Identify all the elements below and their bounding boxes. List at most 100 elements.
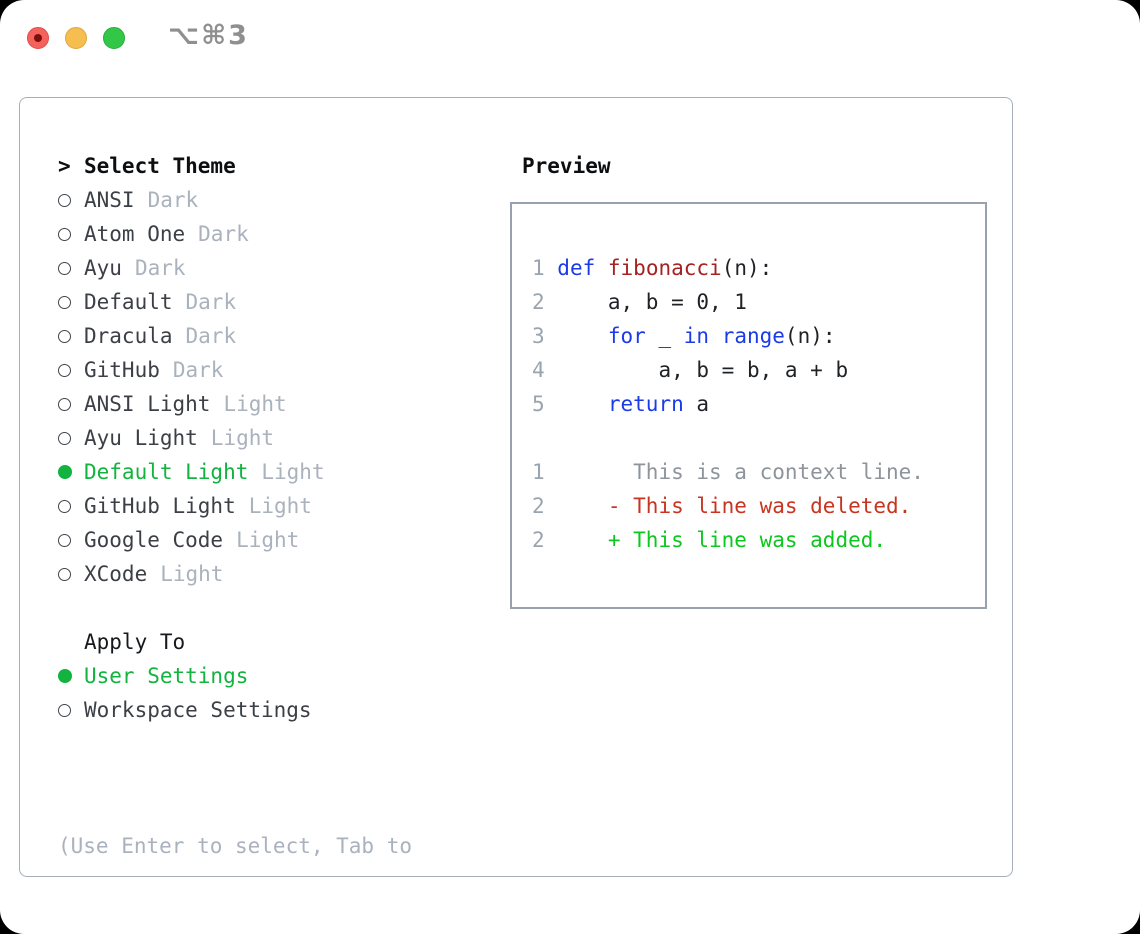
preview-title: Preview <box>522 154 611 178</box>
radio-icon <box>58 499 71 513</box>
option-label: Ayu Light <box>84 426 198 450</box>
code-line: 1 def fibonacci(n): <box>532 251 924 285</box>
option-tag: Light <box>160 562 224 586</box>
apply-to-option-row[interactable]: User Settings <box>58 659 312 693</box>
radio-cell <box>58 193 84 207</box>
radio-icon <box>58 533 71 547</box>
option-tag: Dark <box>134 256 186 280</box>
help-text-line: (Use Enter to select, Tab to <box>58 834 413 858</box>
code-token: 1 <box>532 460 558 484</box>
traffic-lights <box>27 27 125 49</box>
theme-list-header: > Select Theme <box>58 149 325 183</box>
close-button[interactable] <box>27 27 49 49</box>
code-token: 5 <box>532 392 558 416</box>
radio-cell <box>58 669 84 683</box>
theme-option-row[interactable]: Default Light Light <box>58 455 325 489</box>
code-line: 3 for _ in range(n): <box>532 319 924 353</box>
option-label: Workspace Settings <box>84 698 312 722</box>
help-text: (Use Enter to select, Tab to change focu… <box>58 761 412 934</box>
option-label: ANSI <box>84 188 135 212</box>
option-label: Dracula <box>84 324 173 348</box>
option-tag: Light <box>223 392 287 416</box>
code-token: - This line was deleted. <box>557 494 912 518</box>
code-token: range <box>721 324 785 348</box>
radio-cell <box>58 533 84 547</box>
radio-cell <box>58 227 84 241</box>
code-line: 1 This is a context line. <box>532 455 924 489</box>
radio-icon <box>58 261 71 275</box>
option-label: Atom One <box>84 222 186 246</box>
code-line: 2 + This line was added. <box>532 523 924 557</box>
option-label: Default <box>84 290 173 314</box>
radio-cell <box>58 261 84 275</box>
zoom-button[interactable] <box>103 27 125 49</box>
code-token: for <box>607 324 646 348</box>
radio-selected-icon <box>58 465 72 479</box>
radio-cell <box>58 703 84 717</box>
code-line <box>532 421 924 455</box>
theme-option-row[interactable]: Dracula Dark <box>58 319 325 353</box>
theme-option-row[interactable]: Google Code Light <box>58 523 325 557</box>
code-token: a, b = b, a + b <box>557 358 849 382</box>
code-token: 4 <box>532 358 558 382</box>
theme-option-row[interactable]: Default Dark <box>58 285 325 319</box>
code-token <box>709 324 722 348</box>
apply-to-header: Apply To <box>58 625 312 659</box>
keyboard-shortcut-label: ⌥⌘3 <box>168 20 249 51</box>
code-token: 3 <box>532 324 558 348</box>
code-token: This is a context line. <box>557 460 924 484</box>
option-tag: Light <box>261 460 325 484</box>
radio-cell <box>58 397 84 411</box>
radio-selected-icon <box>58 669 72 683</box>
radio-icon <box>58 567 71 581</box>
prompt-icon: > <box>58 154 71 178</box>
theme-list-title: Select Theme <box>84 154 236 178</box>
code-token: 1 <box>532 256 558 280</box>
option-tag: Dark <box>147 188 199 212</box>
preview-header: Preview <box>522 149 611 183</box>
radio-icon <box>58 329 71 343</box>
code-token <box>557 392 608 416</box>
radio-cell <box>58 363 84 377</box>
radio-cell <box>58 465 84 479</box>
code-token: + This line was added. <box>557 528 887 552</box>
radio-cell <box>58 499 84 513</box>
theme-option-row[interactable]: ANSI Dark <box>58 183 325 217</box>
option-tag: Light <box>210 426 275 450</box>
option-tag: Light <box>236 528 300 552</box>
code-line: 2 - This line was deleted. <box>532 489 924 523</box>
option-tag: Dark <box>185 290 237 314</box>
option-tag: Dark <box>185 324 237 348</box>
code-line: 4 a, b = b, a + b <box>532 353 924 387</box>
theme-option-row[interactable]: ANSI Light Light <box>58 387 325 421</box>
option-tag: Dark <box>198 222 249 246</box>
radio-cell <box>58 431 84 445</box>
code-token: fibonacci <box>607 256 722 280</box>
code-token: a <box>683 392 710 416</box>
code-line: 2 a, b = 0, 1 <box>532 285 924 319</box>
option-label: Google Code <box>84 528 224 552</box>
apply-to-option-row[interactable]: Workspace Settings <box>58 693 312 727</box>
theme-option-row[interactable]: Ayu Light Light <box>58 421 325 455</box>
minimize-button[interactable] <box>65 27 87 49</box>
theme-option-row[interactable]: Atom One Dark <box>58 217 325 251</box>
radio-icon <box>58 193 71 207</box>
radio-cell <box>58 295 84 309</box>
theme-option-row[interactable]: XCode Light <box>58 557 325 591</box>
option-label: Default Light <box>84 460 249 484</box>
radio-icon <box>58 431 71 445</box>
option-label: ANSI Light <box>84 392 211 416</box>
option-tag: Light <box>248 494 312 518</box>
option-label: XCode <box>84 562 148 586</box>
radio-icon <box>58 227 71 241</box>
radio-cell <box>58 567 84 581</box>
